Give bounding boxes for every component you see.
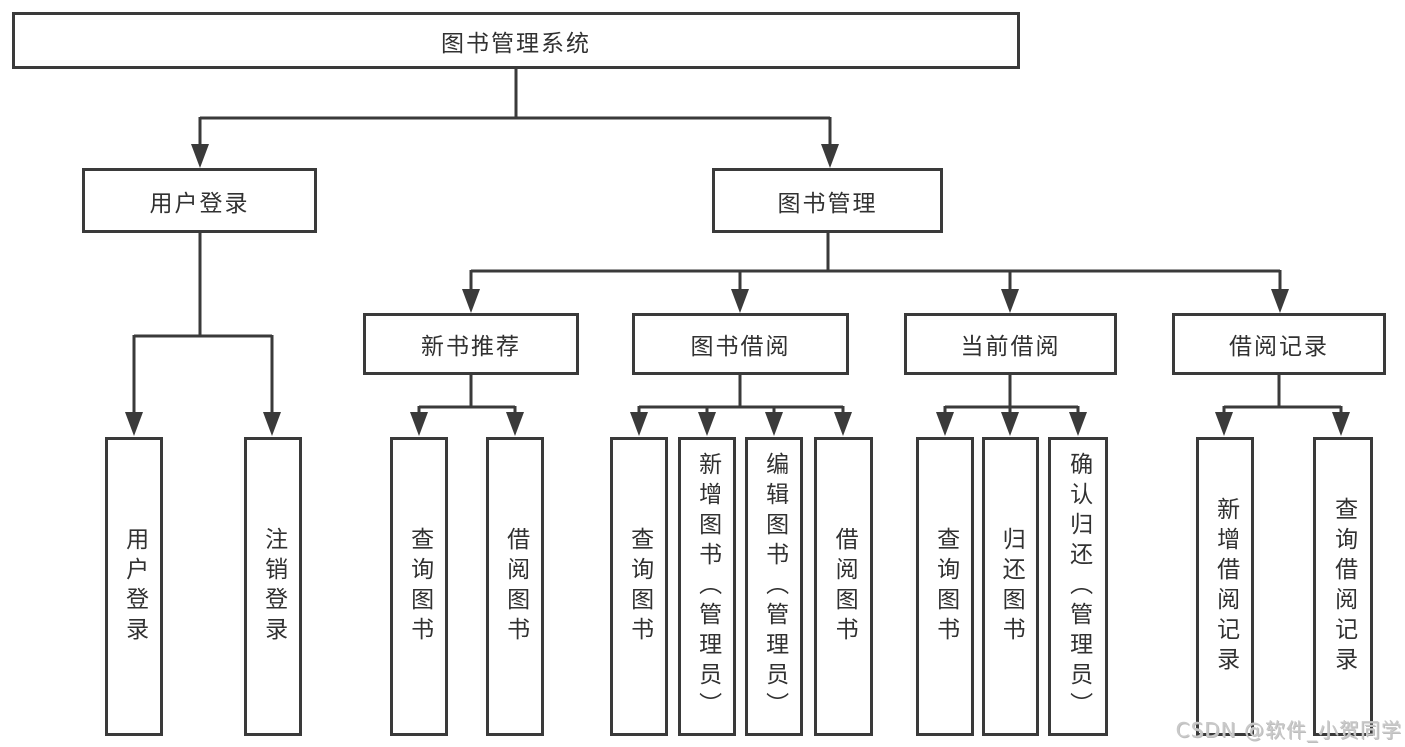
node-label: 新书推荐 (421, 334, 521, 360)
node-library-management-system: 图书管理系统 (12, 12, 1020, 69)
node-label: 新增图书（管理员） (694, 451, 721, 722)
node-label: 新增借阅记录 (1212, 496, 1239, 677)
node-label: 借阅记录 (1229, 334, 1329, 360)
node-label: 编辑图书（管理员） (761, 451, 788, 722)
node-label: 图书管理 (777, 190, 878, 217)
node-label: 借阅图书 (831, 526, 858, 647)
node-label: 当前借阅 (960, 334, 1061, 360)
node-new-book-recommendation: 新书推荐 (363, 313, 579, 375)
leaf-query-books-recommend: 查询图书 (390, 437, 448, 736)
leaf-query-borrow-record: 查询借阅记录 (1313, 437, 1373, 736)
node-label: 查询借阅记录 (1330, 496, 1357, 677)
leaf-user-login: 用户登录 (105, 437, 163, 736)
node-label: 查询图书 (626, 526, 653, 647)
leaf-borrow-books-borrowing: 借阅图书 (814, 437, 873, 736)
node-label: 归还图书 (998, 526, 1025, 647)
leaf-add-borrow-record: 新增借阅记录 (1196, 437, 1254, 736)
node-label: 查询图书 (406, 526, 433, 647)
node-label: 确认归还（管理员） (1065, 451, 1092, 722)
node-current-borrowing: 当前借阅 (904, 313, 1117, 375)
node-label: 用户登录 (121, 526, 148, 647)
node-label: 查询图书 (932, 526, 959, 647)
leaf-edit-books-admin: 编辑图书（管理员） (745, 437, 803, 736)
leaf-confirm-return-admin: 确认归还（管理员） (1048, 437, 1108, 736)
leaf-borrow-books-recommend: 借阅图书 (486, 437, 544, 736)
node-label: 借阅图书 (502, 526, 529, 647)
node-label: 用户登录 (149, 190, 250, 217)
node-book-management: 图书管理 (712, 168, 943, 233)
node-label: 图书借阅 (690, 334, 791, 360)
node-borrowing-records: 借阅记录 (1172, 313, 1386, 375)
node-label: 图书管理系统 (441, 30, 591, 57)
leaf-query-books-borrowing: 查询图书 (610, 437, 668, 736)
leaf-logout-login: 注销登录 (244, 437, 302, 736)
node-user-login: 用户登录 (82, 168, 317, 233)
csdn-watermark: CSDN @软件_小贺同学 (1175, 718, 1402, 742)
node-label: 注销登录 (260, 526, 287, 647)
leaf-query-books-current: 查询图书 (916, 437, 974, 736)
arrowhead-icons (125, 144, 1350, 436)
node-book-borrowing: 图书借阅 (632, 313, 849, 375)
leaf-add-books-admin: 新增图书（管理员） (678, 437, 736, 736)
leaf-return-books: 归还图书 (982, 437, 1039, 736)
tree-edges (132, 69, 1343, 419)
